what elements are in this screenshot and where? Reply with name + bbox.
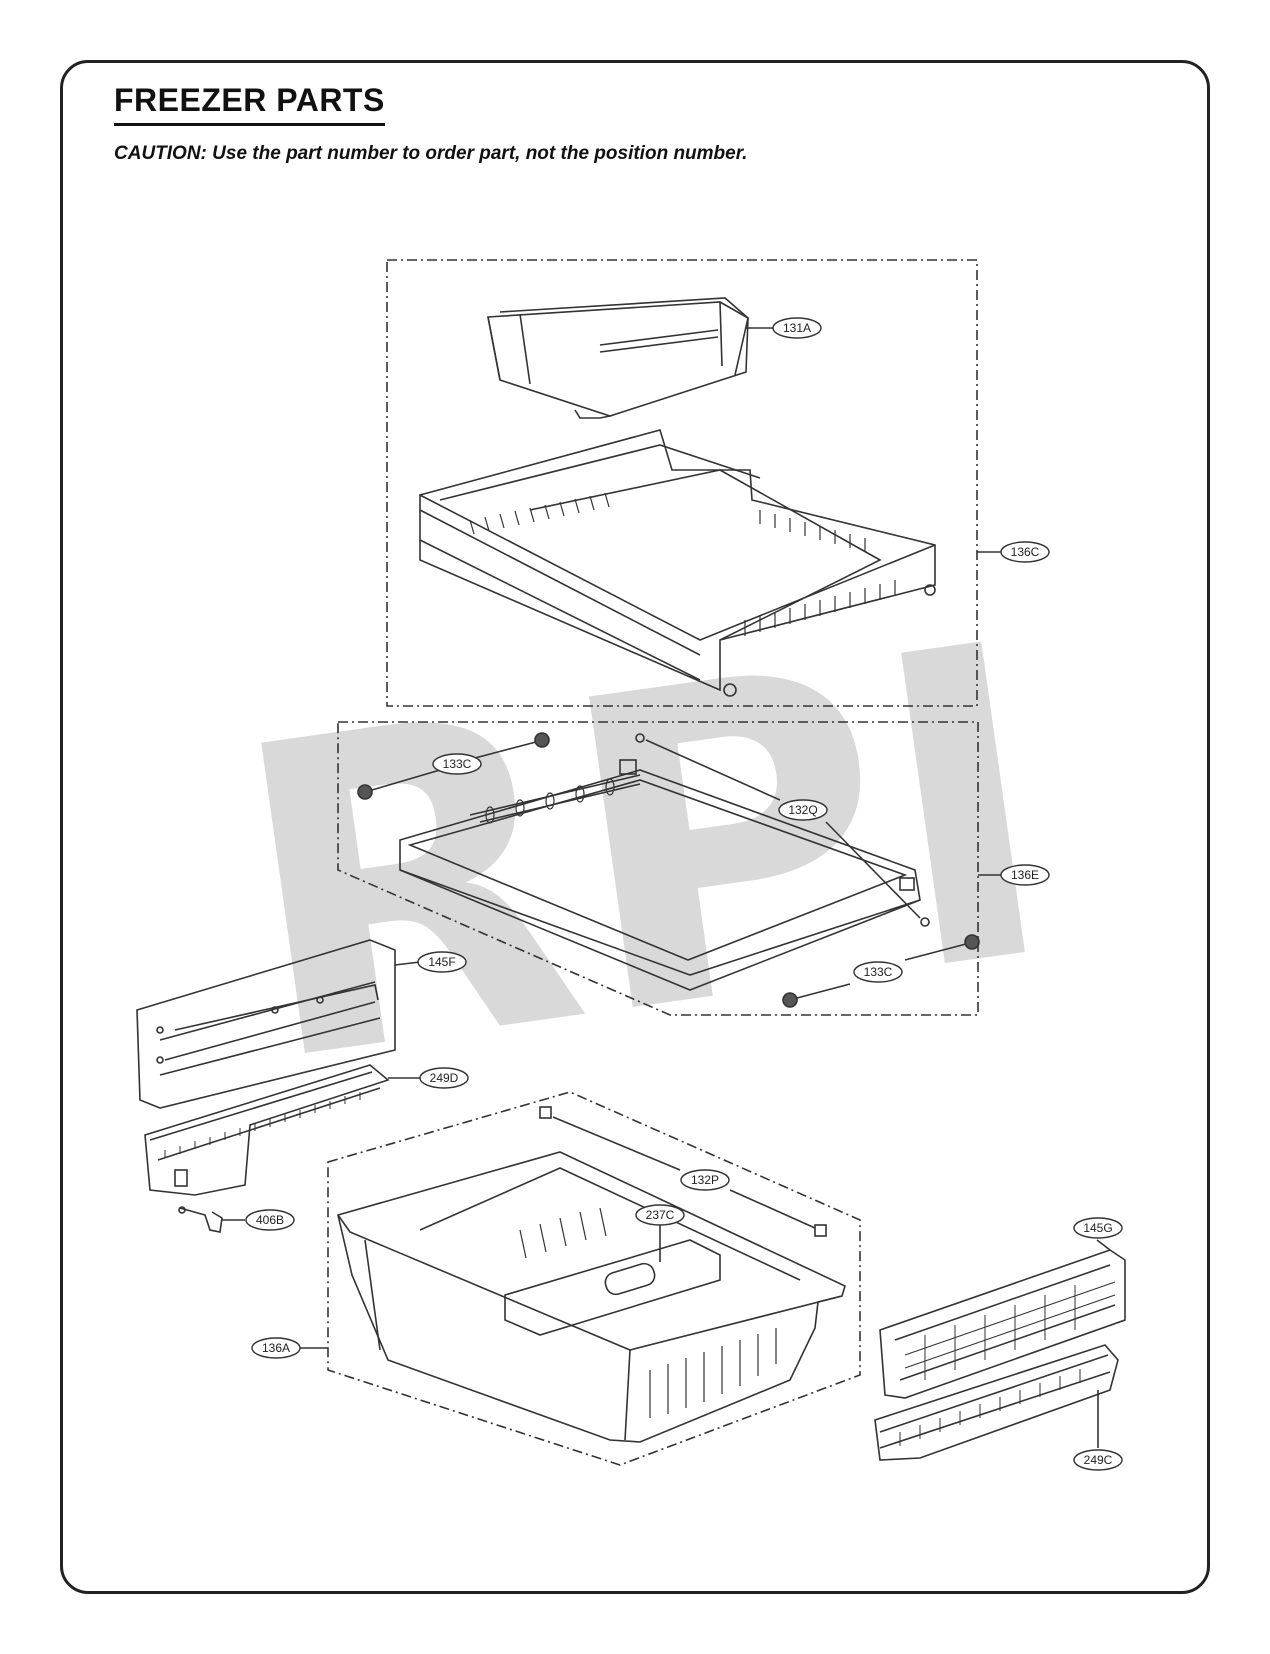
callout-136E [1000,864,1050,886]
part-136E-freezer-shelf [399,759,921,991]
part-136C-upper-drawer [419,429,936,697]
assembly-box-upper [386,259,978,707]
callout-249C [1073,1449,1123,1471]
callout-131A [772,317,822,339]
part-136A-lower-basket [337,1151,846,1443]
label-145F: 145F [428,955,455,969]
callout-133C-bottom [853,961,903,983]
label-237C: 237C [646,1208,675,1222]
part-145F-left-rail [136,939,396,1109]
leader-145F [394,961,421,966]
callout-132P [680,1169,730,1191]
label-136C: 136C [1011,545,1040,559]
assembly-box-lower [327,1091,861,1466]
label-131A: 131A [783,321,811,335]
callout-132Q [778,799,828,821]
label-249D: 249D [430,1071,459,1085]
label-132Q: 132Q [788,803,817,817]
label-132P: 132P [691,1173,719,1187]
label-133C-top: 133C [443,757,472,771]
label-406B: 406B [256,1213,284,1227]
callout-406B [245,1209,295,1231]
callout-145F [417,951,467,973]
label-145G: 145G [1083,1221,1112,1235]
part-132Q-pin [635,733,930,927]
part-133C-bumper-bottom [782,934,980,1008]
assembly-box-middle [337,721,979,1016]
part-131A-ice-bin [487,297,749,419]
label-249C: 249C [1084,1453,1113,1467]
page-title: FREEZER PARTS [114,82,385,126]
part-237C-divider [504,1239,721,1336]
part-249D-rack-left [144,1064,390,1196]
callout-145G [1073,1217,1123,1239]
callout-136A [251,1337,301,1359]
page-frame [60,60,1210,1594]
label-136A: 136A [262,1341,290,1355]
callout-237C [635,1204,685,1226]
part-132P-stopper [539,1106,827,1237]
callout-136C [1000,541,1050,563]
callout-133C-top [432,753,482,775]
part-133C-bumper-top [357,732,550,800]
leader-145G [1096,1239,1111,1251]
caution-note: CAUTION: Use the part number to order pa… [114,143,748,164]
watermark: RPI [210,552,1078,1159]
part-249C-rack-right [874,1344,1119,1461]
part-145G-right-rail [879,1249,1126,1399]
callout-249D [419,1067,469,1089]
part-406B-clip [178,1206,223,1233]
label-136E: 136E [1011,868,1039,882]
label-133C-bottom: 133C [864,965,893,979]
